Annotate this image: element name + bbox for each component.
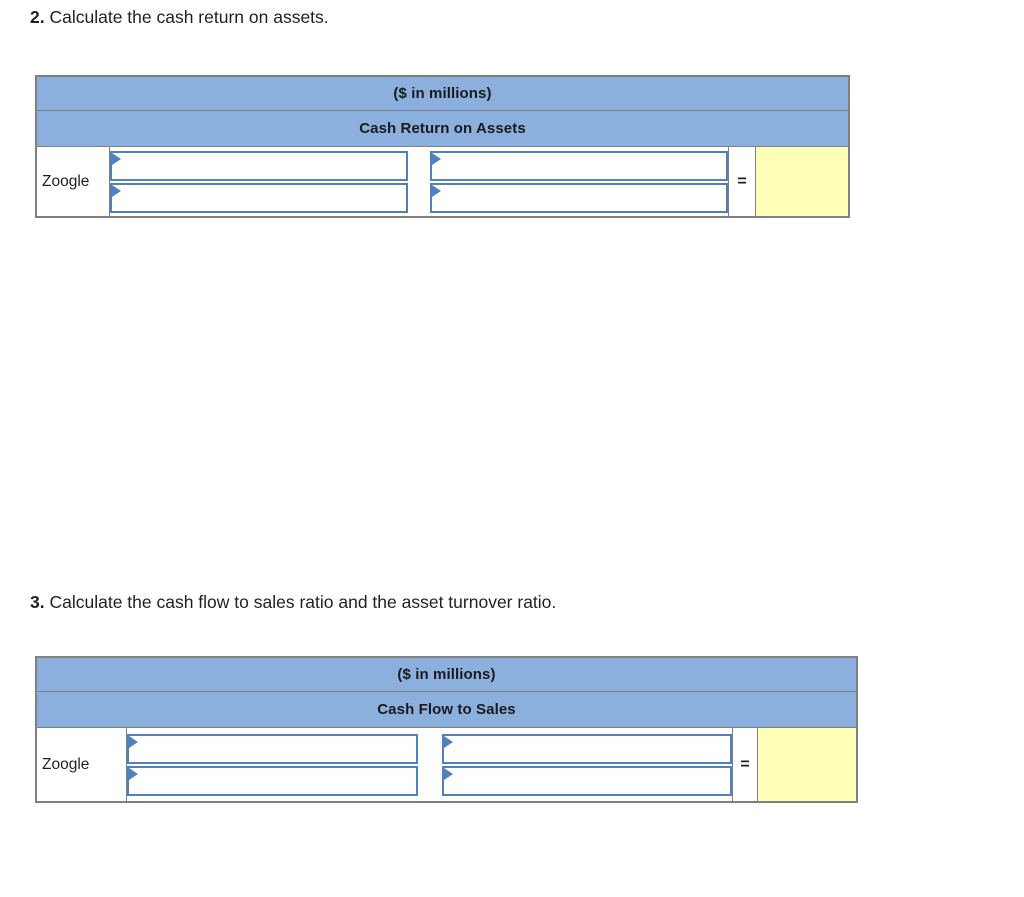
table-1-separator-column [408,147,430,216]
table-1-fraction-group-1 [110,147,408,216]
dropdown-caret-icon [432,184,441,197]
table-1-row-label: Zoogle [37,147,110,216]
question-3-prompt: 3. Calculate the cash flow to sales rati… [30,591,556,613]
table-2-fraction-group-2 [441,728,732,801]
question-2-text: Calculate the cash return on assets. [44,7,329,27]
table-1-metric-header: Cash Return on Assets [37,111,848,147]
table-1-denominator-2-select[interactable] [430,182,728,213]
table-2-units-header: ($ in millions) [37,658,856,692]
table-2-data-row: Zoogle = [37,728,856,801]
table-2-result-cell[interactable] [758,728,856,801]
table-2-fraction-group-1 [127,728,418,801]
table-1-numerator-2-select[interactable] [430,150,728,181]
table-2-denominator-1-select[interactable] [127,765,418,796]
cash-flow-to-sales-table: ($ in millions) Cash Flow to Sales Zoogl… [35,656,858,803]
question-3-text: Calculate the cash flow to sales ratio a… [44,592,557,612]
table-2-denominator-2-select[interactable] [441,765,732,796]
question-2-prompt: 2. Calculate the cash return on assets. [30,6,329,28]
table-1-fraction-group-2 [430,147,728,216]
table-2-metric-header: Cash Flow to Sales [37,692,856,728]
question-2-number: 2. [30,7,45,27]
table-1-equals-sign: = [728,147,756,216]
table-1-metric-header-row: Cash Return on Assets [37,111,848,147]
table-1-denominator-1-select[interactable] [110,182,408,213]
table-1-units-header-row: ($ in millions) [37,77,848,111]
table-2-separator-column [417,728,442,801]
table-1-units-header: ($ in millions) [37,77,848,111]
dropdown-caret-icon [443,735,453,748]
table-2-numerator-1-select[interactable] [127,733,418,764]
dropdown-caret-icon [443,767,453,780]
table-2-units-header-row: ($ in millions) [37,658,856,692]
dropdown-caret-icon [432,152,441,165]
question-3-number: 3. [30,592,45,612]
table-1-result-cell[interactable] [756,147,848,216]
table-1-numerator-1-select[interactable] [110,150,408,181]
table-1-data-row: Zoogle = [37,147,848,216]
dropdown-caret-icon [129,767,138,780]
dropdown-caret-icon [112,184,121,197]
table-2-metric-header-row: Cash Flow to Sales [37,692,856,728]
dropdown-caret-icon [112,152,121,165]
cash-return-on-assets-table: ($ in millions) Cash Return on Assets Zo… [35,75,850,218]
table-2-row-label: Zoogle [37,728,127,801]
table-2-numerator-2-select[interactable] [441,733,732,764]
dropdown-caret-icon [129,735,138,748]
table-2-equals-sign: = [732,728,758,801]
